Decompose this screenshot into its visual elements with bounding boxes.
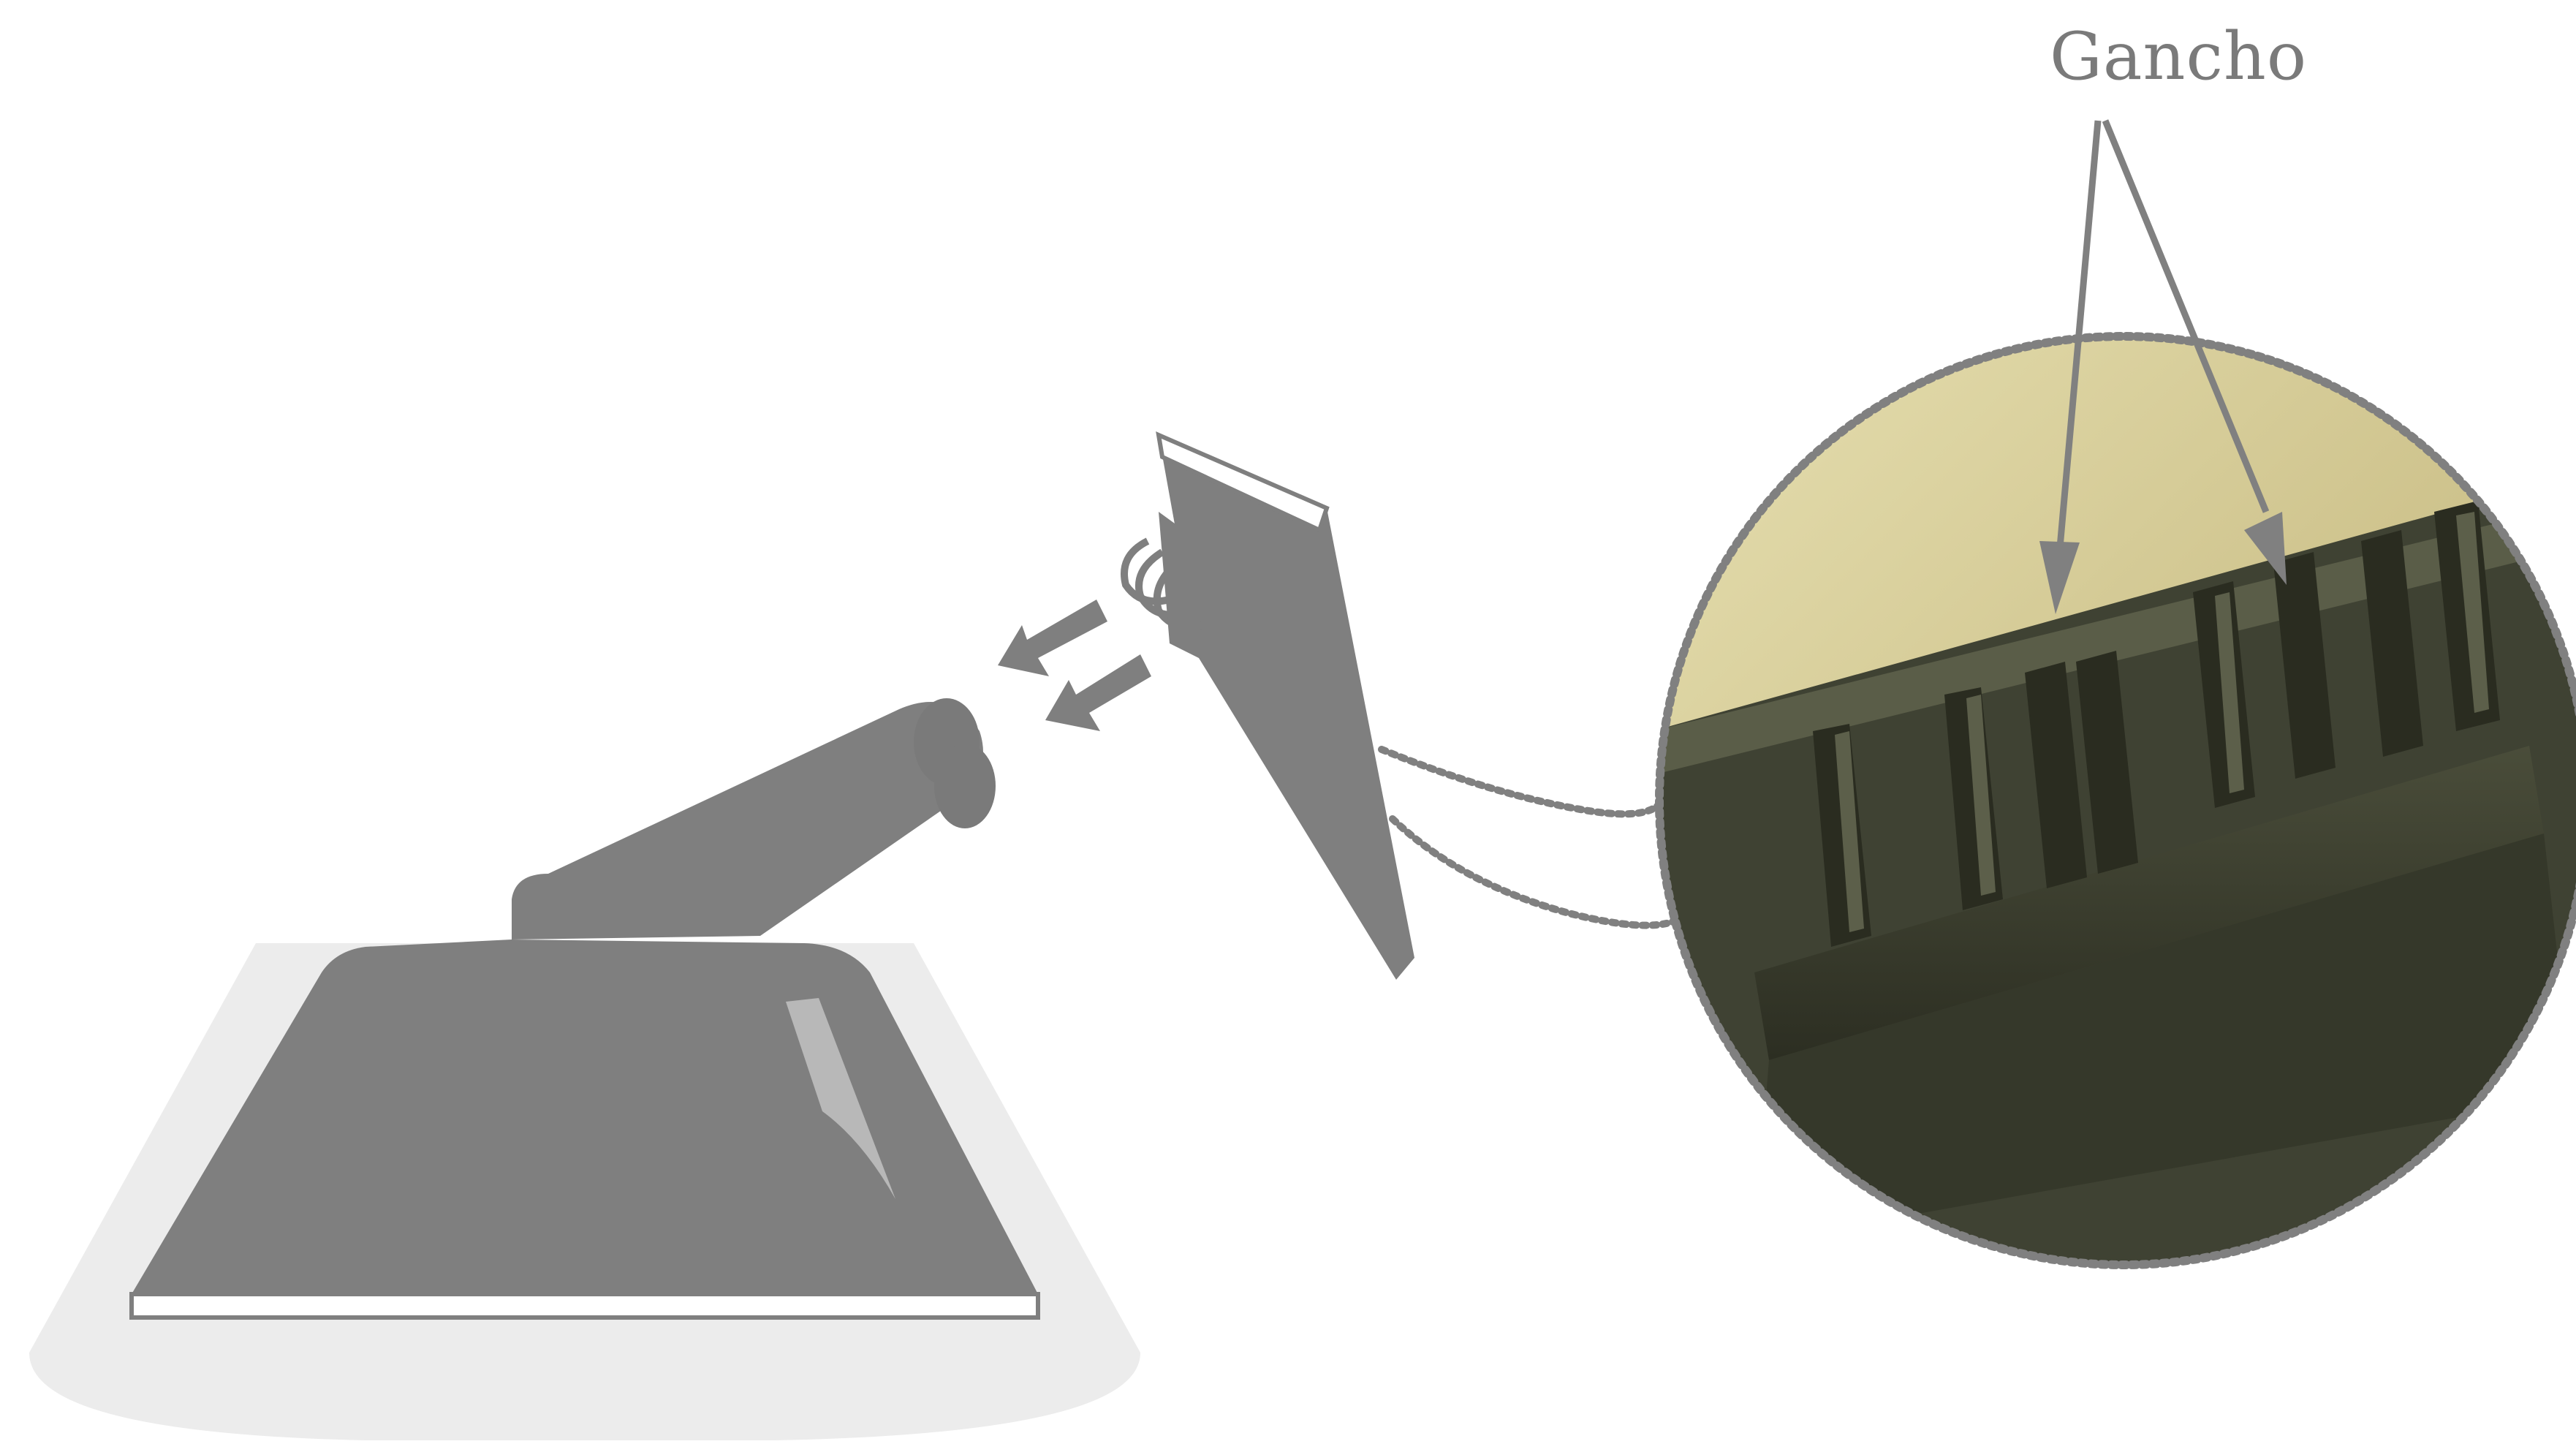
zoom-connector-lines bbox=[1378, 746, 1678, 929]
callout-label-gancho: Gancho bbox=[2049, 18, 2308, 95]
hinge-bracket-icon bbox=[1121, 431, 1414, 980]
detach-arrows-icon bbox=[998, 600, 1151, 731]
zoom-detail-circle-icon bbox=[1655, 332, 2576, 1269]
callout-leader-arrows bbox=[2039, 119, 2287, 614]
stand-base-icon bbox=[129, 940, 1040, 1320]
stand-neck-icon bbox=[512, 698, 996, 940]
